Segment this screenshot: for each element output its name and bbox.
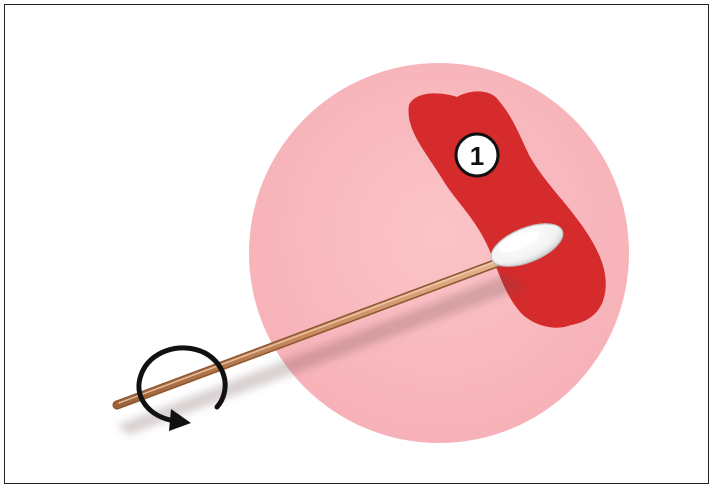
- step-badge: 1: [456, 134, 498, 176]
- figure-frame: 1: [4, 4, 709, 484]
- step-badge-label: 1: [470, 141, 484, 171]
- swab-collection-illustration: 1: [5, 5, 709, 484]
